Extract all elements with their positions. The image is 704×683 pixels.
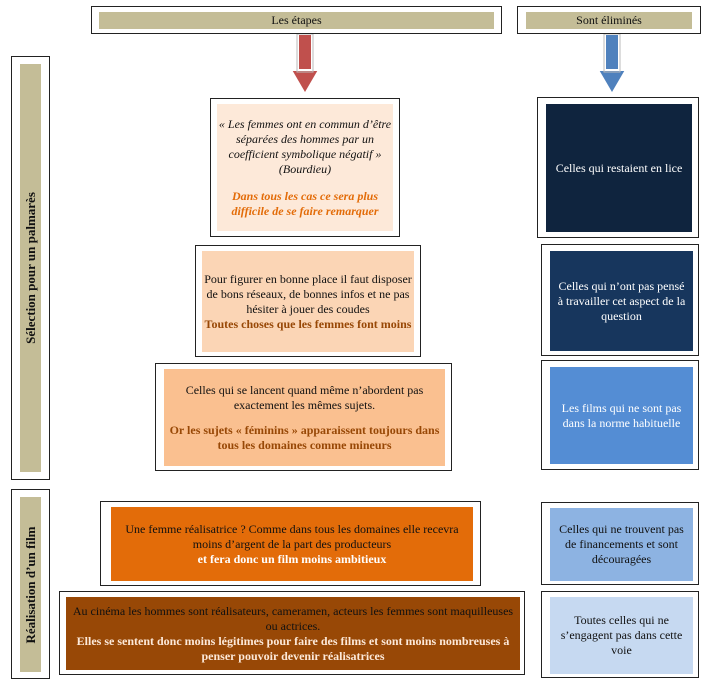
eliminated-1-frame: Celles qui restaient en lice: [537, 97, 699, 238]
eliminated-5-frame: Toutes celles qui ne s’engagent pas dans…: [541, 591, 699, 678]
step-1-conclusion: Dans tous les cas ce sera plus difficile…: [231, 188, 379, 218]
step-1-frame: « Les femmes ont en commun d’être séparé…: [210, 98, 400, 237]
eliminated-2-text: Celles qui n’ont pas pensé à travailler …: [557, 278, 686, 323]
step-4-text: Une femme réalisatrice ? Comme dans tous…: [125, 521, 459, 551]
down-arrow-eliminated-icon: [597, 34, 627, 96]
eliminated-4-text: Celles qui ne trouvent pas de financemen…: [559, 522, 684, 566]
side-label-selection-frame: Sélection pour un palmarès: [11, 56, 50, 480]
eliminated-2-frame: Celles qui n’ont pas pensé à travailler …: [541, 244, 699, 356]
side-label-realisation: Réalisation d’un film: [20, 497, 41, 672]
step-1-quote: « Les femmes ont en commun d’être séparé…: [218, 116, 392, 176]
eliminated-3: Les films qui ne sont pas dans la norme …: [550, 367, 693, 464]
step-4-conclusion: et fera donc un film moins ambitieux: [197, 551, 387, 566]
down-arrow-steps-icon: [290, 34, 320, 96]
header-eliminated: Sont éliminés: [526, 12, 692, 29]
step-5-frame: Au cinéma les hommes sont réalisateurs, …: [59, 591, 525, 675]
eliminated-5: Toutes celles qui ne s’engagent pas dans…: [550, 597, 693, 674]
eliminated-4-frame: Celles qui ne trouvent pas de financemen…: [541, 502, 699, 585]
header-steps: Les étapes: [99, 12, 494, 29]
step-5-conclusion: Elles se sentent donc moins légitimes po…: [76, 633, 510, 663]
eliminated-3-frame: Les films qui ne sont pas dans la norme …: [541, 360, 699, 470]
step-4-frame: Une femme réalisatrice ? Comme dans tous…: [100, 501, 481, 586]
step-5: Au cinéma les hommes sont réalisateurs, …: [66, 597, 520, 670]
eliminated-5-text: Toutes celles qui ne s’engagent pas dans…: [560, 613, 683, 657]
step-3-frame: Celles qui se lancent quand même n’abord…: [155, 363, 452, 471]
step-2-frame: Pour figurer en bonne place il faut disp…: [195, 245, 421, 357]
eliminated-1-text: Celles qui restaient en lice: [555, 160, 683, 175]
step-3-text: Celles qui se lancent quand même n’abord…: [185, 382, 424, 412]
side-label-selection: Sélection pour un palmarès: [20, 64, 41, 472]
eliminated-1: Celles qui restaient en lice: [546, 104, 692, 232]
step-3-conclusion: Or les sujets « féminins » apparaissent …: [169, 422, 440, 452]
side-label-selection-text: Sélection pour un palmarès: [22, 192, 38, 344]
step-4: Une femme réalisatrice ? Comme dans tous…: [111, 507, 473, 581]
eliminated-3-text: Les films qui ne sont pas dans la norme …: [561, 400, 682, 430]
step-2: Pour figurer en bonne place il faut disp…: [202, 251, 414, 352]
side-label-realisation-frame: Réalisation d’un film: [11, 489, 50, 679]
eliminated-2: Celles qui n’ont pas pensé à travailler …: [550, 251, 693, 351]
step-2-text: Pour figurer en bonne place il faut disp…: [204, 271, 412, 316]
header-eliminated-frame: Sont éliminés: [517, 6, 701, 34]
step-3: Celles qui se lancent quand même n’abord…: [164, 369, 445, 466]
header-steps-frame: Les étapes: [91, 6, 502, 34]
step-1: « Les femmes ont en commun d’être séparé…: [217, 104, 393, 231]
side-label-realisation-text: Réalisation d’un film: [22, 525, 38, 644]
step-5-text: Au cinéma les hommes sont réalisateurs, …: [72, 603, 514, 633]
step-2-conclusion: Toutes choses que les femmes font moins: [204, 316, 412, 331]
eliminated-4: Celles qui ne trouvent pas de financemen…: [550, 508, 693, 581]
